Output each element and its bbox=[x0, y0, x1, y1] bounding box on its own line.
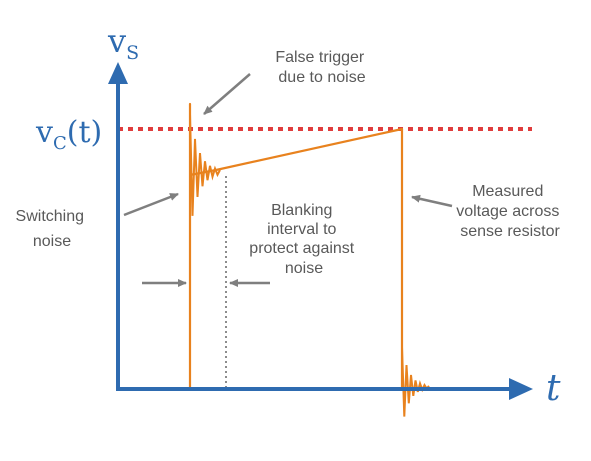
switching-noise-line-2: noise bbox=[33, 233, 71, 250]
measured-line-1: Measured bbox=[472, 183, 543, 200]
measured-voltage-arrow bbox=[411, 194, 453, 208]
false-trigger-label: False trigger due to noise bbox=[275, 49, 368, 86]
switching-noise-line-1: Switching bbox=[16, 208, 84, 225]
blanking-line-3: protect against bbox=[249, 240, 355, 257]
measured-line-2: voltage across bbox=[456, 203, 559, 220]
x-axis-label: t bbox=[546, 368, 561, 409]
threshold-label-main: v bbox=[35, 115, 53, 150]
threshold-label: vC(t) bbox=[35, 115, 102, 154]
turn-off-ringing bbox=[401, 346, 430, 417]
measured-line-3: sense resistor bbox=[460, 223, 560, 240]
y-axis-label: vS bbox=[107, 22, 139, 64]
false-trigger-line-1: False trigger bbox=[275, 49, 365, 66]
threshold-label-sub: C bbox=[53, 133, 67, 154]
blanking-line-4: noise bbox=[285, 260, 323, 277]
false-trigger-line-2: due to noise bbox=[278, 69, 365, 86]
threshold-label-suffix: (t) bbox=[67, 115, 102, 150]
blanking-line-1: Blanking bbox=[271, 202, 332, 219]
y-axis-arrowhead bbox=[108, 62, 128, 84]
measured-voltage-label: Measured voltage across sense resistor bbox=[456, 183, 564, 240]
false-trigger-arrow bbox=[203, 73, 251, 115]
switching-noise-label: Switching noise bbox=[16, 208, 89, 250]
y-axis-label-main: v bbox=[107, 22, 126, 60]
blanking-line-2: interval to bbox=[267, 221, 336, 238]
y-axis-label-sub: S bbox=[126, 42, 139, 64]
blanking-label: Blanking interval to protect against noi… bbox=[249, 202, 358, 277]
switching-noise-ringing bbox=[189, 113, 221, 216]
x-axis-arrowhead bbox=[509, 378, 533, 400]
switching-noise-arrow bbox=[123, 192, 179, 217]
